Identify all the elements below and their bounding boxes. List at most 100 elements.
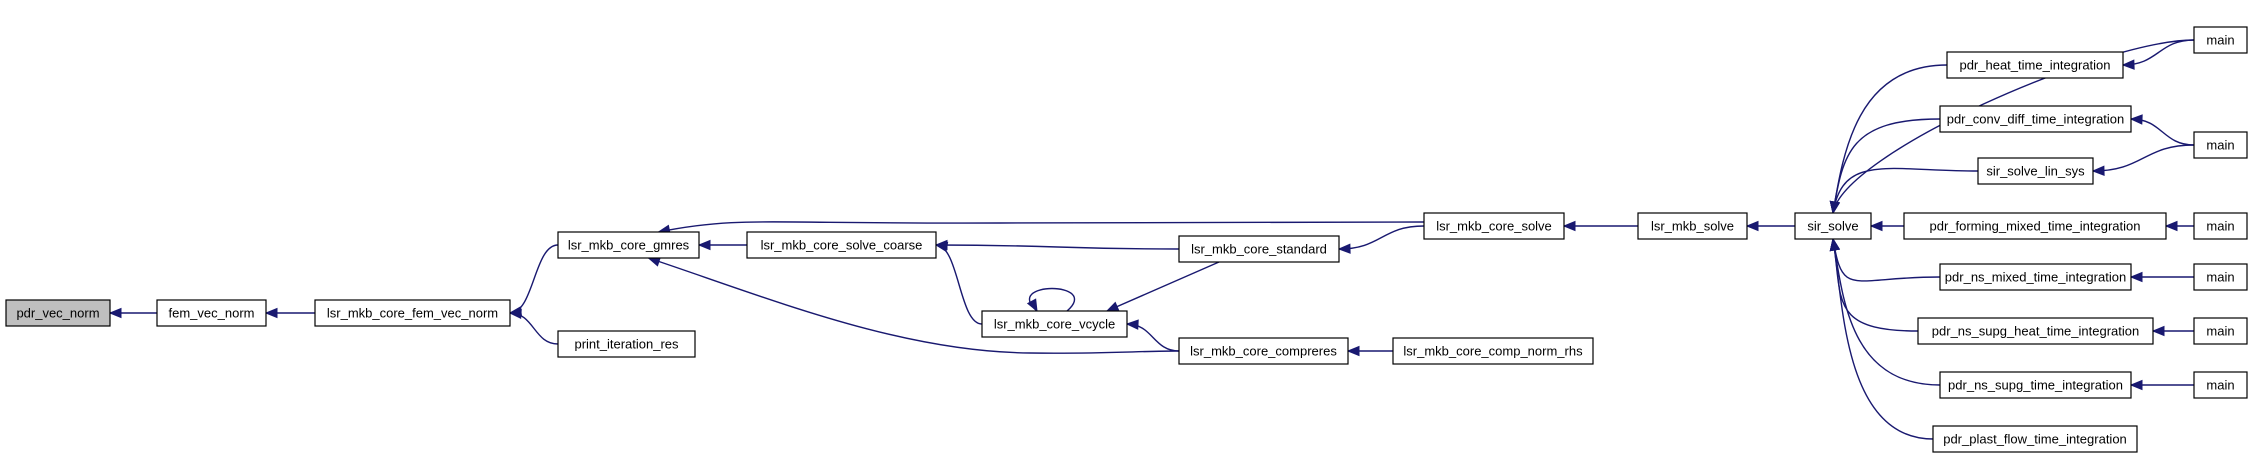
node-box [1423, 212, 1565, 240]
node-label: sir_solve [1807, 219, 1858, 234]
node-sir-solve[interactable]: sir_solve [1794, 212, 1872, 240]
node-box [981, 310, 1128, 338]
node-label: main [2206, 270, 2234, 285]
node-label: lsr_mkb_core_vcycle [994, 317, 1115, 332]
edge-print_iteration_res-to-lsr_mkb_core_fem_vec_norm [509, 312, 559, 345]
node-box [1903, 212, 2167, 240]
node-pdr-vec-norm[interactable]: pdr_vec_norm [5, 299, 111, 327]
node-main-4[interactable]: main [2193, 263, 2248, 291]
node-label: lsr_mkb_core_comp_norm_rhs [1403, 344, 1583, 359]
arrowhead-lsr_mkb_solve-to-lsr_mkb_core_solve [1562, 220, 1576, 232]
arrowhead-lsr_mkb_core_standard-to-lsr_mkb_core_solve_coarse [934, 239, 948, 251]
node-pdr-ns-mixed-time-integration[interactable]: pdr_ns_mixed_time_integration [1939, 263, 2132, 291]
arrowhead-print_iteration_res-to-lsr_mkb_core_fem_vec_norm [508, 308, 522, 319]
node-box [1932, 425, 2138, 453]
node-box [156, 299, 267, 327]
node-lsr-mkb-core-compreres[interactable]: lsr_mkb_core_compreres [1178, 337, 1349, 365]
edge-main_2-to-sir_solve_lin_sys [2092, 144, 2195, 172]
node-label: lsr_mkb_core_standard [1191, 242, 1327, 257]
arrowhead-main_5-to-pdr_ns_supg_heat_time_integration [2151, 325, 2165, 337]
node-main-2[interactable]: main [2193, 131, 2248, 159]
edge-lsr_mkb_core_compreres-to-lsr_mkb_core_gmres [648, 257, 1180, 354]
node-main-5[interactable]: main [2193, 317, 2248, 345]
node-box [1939, 105, 2132, 133]
node-box [1939, 371, 2132, 399]
node-fem-vec-norm[interactable]: fem_vec_norm [156, 299, 267, 327]
edge-pdr_ns_mixed_time_integration-to-sir_solve [1832, 238, 1941, 282]
arrowhead-pdr_forming_mixed_time_integration-to-sir_solve [1869, 220, 1883, 232]
node-box [2193, 26, 2248, 54]
node-label: pdr_ns_mixed_time_integration [1945, 270, 2126, 285]
node-label: lsr_mkb_core_solve_coarse [761, 238, 923, 253]
edge-pdr_heat_time_integration-to-sir_solve [1832, 64, 1948, 214]
node-label: main [2206, 138, 2234, 153]
edge-lsr_mkb_core_solve-to-lsr_mkb_core_gmres [658, 221, 1425, 233]
node-box [557, 231, 700, 259]
node-box [1946, 51, 2124, 79]
node-print-iteration-res[interactable]: print_iteration_res [557, 330, 696, 358]
node-lsr-mkb-core-comp-norm-rhs[interactable]: lsr_mkb_core_comp_norm_rhs [1392, 337, 1594, 365]
node-main-3[interactable]: main [2193, 212, 2248, 240]
arrowhead-lsr_mkb_core_compreres-to-lsr_mkb_core_vcycle [1125, 319, 1139, 330]
node-label: lsr_mkb_core_fem_vec_norm [327, 306, 498, 321]
arrowhead-main_4-to-pdr_ns_mixed_time_integration [2129, 271, 2143, 283]
node-main-6[interactable]: main [2193, 371, 2248, 399]
node-label: lsr_mkb_core_solve [1436, 219, 1552, 234]
node-label: pdr_vec_norm [16, 306, 99, 321]
node-pdr-plast-flow-time-integration[interactable]: pdr_plast_flow_time_integration [1932, 425, 2138, 453]
node-label: lsr_mkb_core_gmres [568, 238, 690, 253]
edge-lsr_mkb_core_gmres-to-lsr_mkb_core_fem_vec_norm [509, 244, 559, 314]
node-box [2193, 317, 2248, 345]
node-lsr-mkb-core-solve-coarse[interactable]: lsr_mkb_core_solve_coarse [746, 231, 937, 259]
node-box [1977, 157, 2094, 185]
node-label: pdr_plast_flow_time_integration [1943, 432, 2127, 447]
node-label: print_iteration_res [574, 337, 679, 352]
node-pdr-conv-diff-time-integration[interactable]: pdr_conv_diff_time_integration [1939, 105, 2132, 133]
node-label: fem_vec_norm [169, 306, 255, 321]
node-box [314, 299, 511, 327]
node-main-1[interactable]: main [2193, 26, 2248, 54]
node-label: lsr_mkb_core_compreres [1190, 344, 1337, 359]
node-label: pdr_forming_mixed_time_integration [1929, 219, 2140, 234]
edges [108, 39, 2195, 440]
arrowhead-main_2-to-sir_solve_lin_sys [2091, 165, 2105, 176]
node-sir-solve-lin-sys[interactable]: sir_solve_lin_sys [1977, 157, 2094, 185]
node-box [2193, 131, 2248, 159]
arrowhead-sir_solve_lin_sys-to-sir_solve [1829, 200, 1841, 215]
node-label: main [2206, 378, 2234, 393]
edge-pdr_plast_flow_time_integration-to-sir_solve [1832, 238, 1934, 440]
node-lsr-mkb-core-fem-vec-norm[interactable]: lsr_mkb_core_fem_vec_norm [314, 299, 511, 327]
arrowhead-main_3-to-pdr_forming_mixed_time_integration [2164, 220, 2178, 232]
node-box [1392, 337, 1594, 365]
edge-lsr_mkb_core_standard-to-lsr_mkb_core_solve_coarse [935, 244, 1180, 250]
node-pdr-heat-time-integration[interactable]: pdr_heat_time_integration [1946, 51, 2124, 79]
node-label: main [2206, 219, 2234, 234]
arrowhead-lsr_mkb_core_comp_norm_rhs-to-lsr_mkb_core_compreres [1346, 345, 1360, 357]
node-pdr-ns-supg-time-integration[interactable]: pdr_ns_supg_time_integration [1939, 371, 2132, 399]
node-lsr-mkb-core-solve[interactable]: lsr_mkb_core_solve [1423, 212, 1565, 240]
node-label: sir_solve_lin_sys [1986, 164, 2085, 179]
node-label: pdr_conv_diff_time_integration [1947, 112, 2125, 127]
node-lsr-mkb-core-vcycle[interactable]: lsr_mkb_core_vcycle [981, 310, 1128, 338]
edge-lsr_mkb_core_standard-to-lsr_mkb_core_vcycle [1106, 261, 1220, 312]
node-lsr-mkb-core-standard[interactable]: lsr_mkb_core_standard [1178, 235, 1340, 263]
node-box [557, 330, 696, 358]
node-lsr-mkb-core-gmres[interactable]: lsr_mkb_core_gmres [557, 231, 700, 259]
arrowhead-main_1-to-pdr_heat_time_integration [2121, 59, 2135, 70]
node-pdr-ns-supg-heat-time-integration[interactable]: pdr_ns_supg_heat_time_integration [1917, 317, 2154, 345]
arrowhead-sir_solve-to-lsr_mkb_solve [1745, 220, 1759, 232]
edge-main_1-to-sir_solve [1832, 39, 2195, 214]
node-pdr-forming-mixed-time-integration[interactable]: pdr_forming_mixed_time_integration [1903, 212, 2167, 240]
arrowhead-lsr_mkb_core_solve_coarse-to-lsr_mkb_core_gmres [697, 239, 711, 251]
arrowhead-pdr_plast_flow_time_integration-to-sir_solve [1829, 237, 1841, 252]
node-lsr-mkb-solve[interactable]: lsr_mkb_solve [1637, 212, 1748, 240]
edge-pdr_ns_supg_heat_time_integration-to-sir_solve [1832, 238, 1919, 332]
arrowhead-main_6-to-pdr_ns_supg_time_integration [2129, 379, 2143, 391]
node-box [1178, 235, 1340, 263]
node-label: pdr_ns_supg_time_integration [1948, 378, 2123, 393]
node-label: pdr_ns_supg_heat_time_integration [1932, 324, 2139, 339]
arrowhead-lsr_mkb_core_fem_vec_norm-to-fem_vec_norm [264, 307, 278, 319]
node-label: main [2206, 324, 2234, 339]
edge-lsr_mkb_core_solve-to-lsr_mkb_core_standard [1338, 225, 1425, 250]
